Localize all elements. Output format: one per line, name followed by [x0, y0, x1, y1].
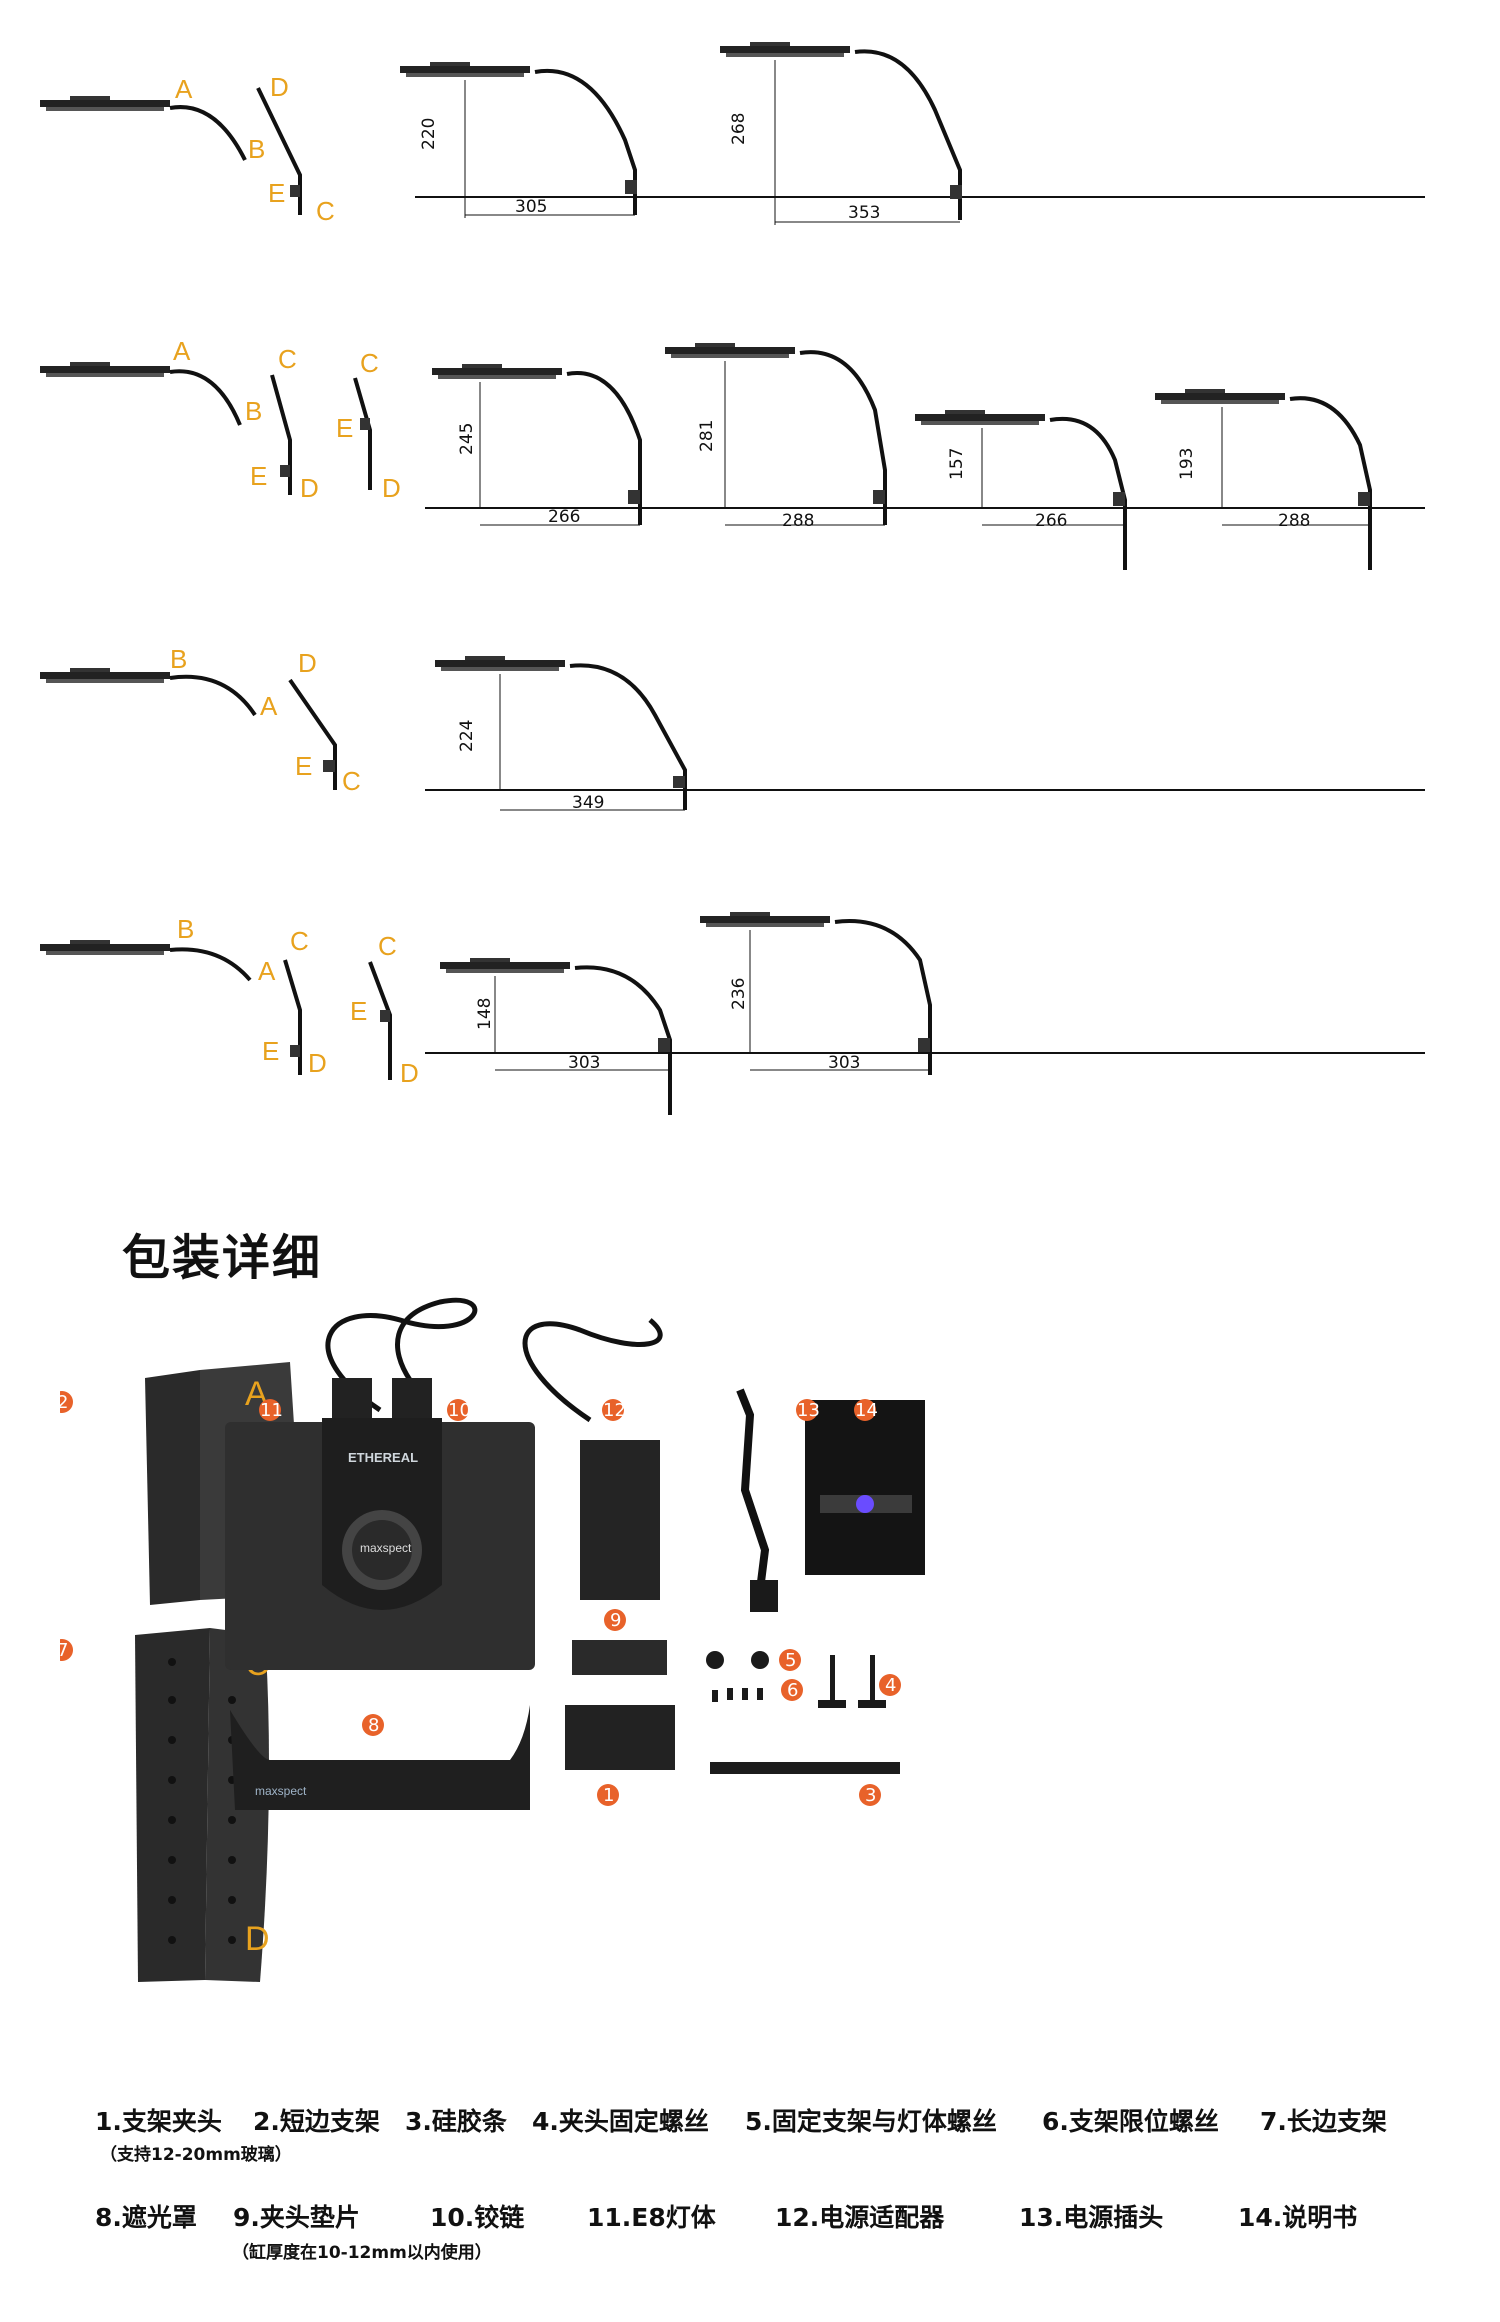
badge-10: 10: [448, 1400, 471, 1421]
legend-item-9: 9.夹头垫片: [233, 2203, 360, 2232]
legend-item-3: 3.硅胶条: [405, 2107, 507, 2136]
label-a: A: [260, 691, 278, 721]
dim-268: 268: [729, 113, 749, 145]
badge-14: 14: [855, 1400, 878, 1421]
dim-266: 266: [1035, 511, 1067, 531]
legend-item-4: 4.夹头固定螺丝: [532, 2107, 709, 2136]
legend-item-1: 1.支架夹头: [95, 2107, 222, 2136]
dim-349: 349: [572, 793, 604, 813]
label-c: C: [290, 926, 309, 956]
legend-item-7: 7.长边支架: [1260, 2107, 1387, 2136]
label-b: B: [170, 644, 187, 674]
badge-7: 7: [60, 1640, 68, 1661]
dim-224: 224: [457, 720, 477, 752]
label-d: D: [300, 473, 319, 503]
label-c: C: [378, 931, 397, 961]
dim-353: 353: [848, 203, 880, 223]
dim-220: 220: [419, 118, 439, 150]
label-d: D: [298, 648, 317, 678]
label-b: B: [245, 396, 262, 426]
legend-item-10: 10.铰链: [430, 2203, 525, 2232]
label-c: C: [342, 766, 361, 796]
label-d: D: [400, 1058, 419, 1088]
clamp-pad: [572, 1640, 667, 1675]
label-e: E: [262, 1036, 279, 1066]
package-contents-photo: A B C D ETHEREAL maxspect maxspect: [60, 1297, 925, 1982]
dim-266: 266: [548, 507, 580, 527]
dim-305: 305: [515, 197, 547, 217]
legend-item-8: 8.遮光罩: [95, 2203, 197, 2232]
dim-236: 236: [729, 978, 749, 1010]
legend-item-11: 11.E8灯体: [587, 2203, 716, 2232]
label-a: A: [175, 74, 193, 104]
diagram-row-3: B A D E C 224 349: [40, 644, 1425, 813]
dim-245: 245: [457, 423, 477, 455]
diagram-row-1: A B D E C 220 305 268 353: [40, 42, 1425, 226]
legend-item-5: 5.固定支架与灯体螺丝: [745, 2107, 997, 2136]
label-e: E: [336, 413, 353, 443]
e8-lamp-body: ETHEREAL maxspect: [225, 1378, 535, 1670]
manual: [805, 1400, 925, 1575]
label-e: E: [295, 751, 312, 781]
power-plug: [736, 1388, 770, 1591]
lamp-icon: [40, 96, 170, 111]
dim-303: 303: [828, 1053, 860, 1073]
badge-4: 4: [885, 1675, 896, 1696]
shield-brand: maxspect: [255, 1784, 307, 1798]
label-e: E: [268, 178, 285, 208]
label-b: B: [177, 914, 194, 944]
badge-8: 8: [368, 1715, 379, 1736]
label-d: D: [308, 1048, 327, 1078]
badge-3: 3: [865, 1785, 876, 1806]
badge-11: 11: [260, 1400, 283, 1421]
clamp-head: [565, 1705, 675, 1770]
legend-note-1: （支持12-20mm玻璃）: [100, 2145, 292, 2165]
label-a: A: [258, 956, 276, 986]
label-c: C: [360, 348, 379, 378]
badge-9: 9: [610, 1610, 621, 1631]
photo-letter-d: D: [245, 1920, 270, 1958]
light-shield: maxspect: [230, 1705, 530, 1810]
number-badges: 1 2 3 4 5 6 7 8 9 10 11 12 13 14: [60, 1391, 901, 1806]
dim-193: 193: [1177, 448, 1197, 480]
legend-item-12: 12.电源适配器: [775, 2203, 945, 2232]
badge-13: 13: [797, 1400, 820, 1421]
diagram-row-2: A B C E D C E D 245 266 281 288 157 266: [40, 336, 1425, 570]
screws: [706, 1651, 886, 1708]
dim-288: 288: [1278, 511, 1310, 531]
dim-303: 303: [568, 1053, 600, 1073]
label-b: B: [248, 134, 265, 164]
diagram-row-4: B A C E D C E D 148 303 236 303: [40, 912, 1425, 1115]
mounting-diagrams: A B D E C 220 305 268 353 A B C E: [40, 42, 1425, 1115]
legend-note-2: （缸厚度在10-12mm以内使用）: [232, 2243, 492, 2263]
legend-item-2: 2.短边支架: [253, 2107, 380, 2136]
package-title: 包装详细: [122, 1230, 323, 1286]
label-a: A: [173, 336, 191, 366]
label-e: E: [250, 461, 267, 491]
dim-157: 157: [947, 448, 967, 480]
label-d: D: [270, 72, 289, 102]
label-e: E: [350, 996, 367, 1026]
silicone-strip: [710, 1762, 900, 1774]
dim-281: 281: [697, 420, 717, 452]
power-adapter: [580, 1440, 660, 1600]
dim-148: 148: [475, 998, 495, 1030]
device-logo: ETHEREAL: [348, 1450, 418, 1465]
legend-item-14: 14.说明书: [1238, 2203, 1358, 2232]
device-brand: maxspect: [360, 1541, 412, 1555]
legend-item-13: 13.电源插头: [1019, 2203, 1164, 2232]
badge-12: 12: [603, 1400, 626, 1421]
badge-5: 5: [785, 1650, 796, 1671]
dim-288: 288: [782, 511, 814, 531]
badge-1: 1: [603, 1785, 614, 1806]
label-c: C: [316, 196, 335, 226]
badge-6: 6: [787, 1680, 798, 1701]
badge-2: 2: [60, 1392, 68, 1413]
label-c: C: [278, 344, 297, 374]
label-d: D: [382, 473, 401, 503]
legend-item-6: 6.支架限位螺丝: [1042, 2107, 1219, 2136]
